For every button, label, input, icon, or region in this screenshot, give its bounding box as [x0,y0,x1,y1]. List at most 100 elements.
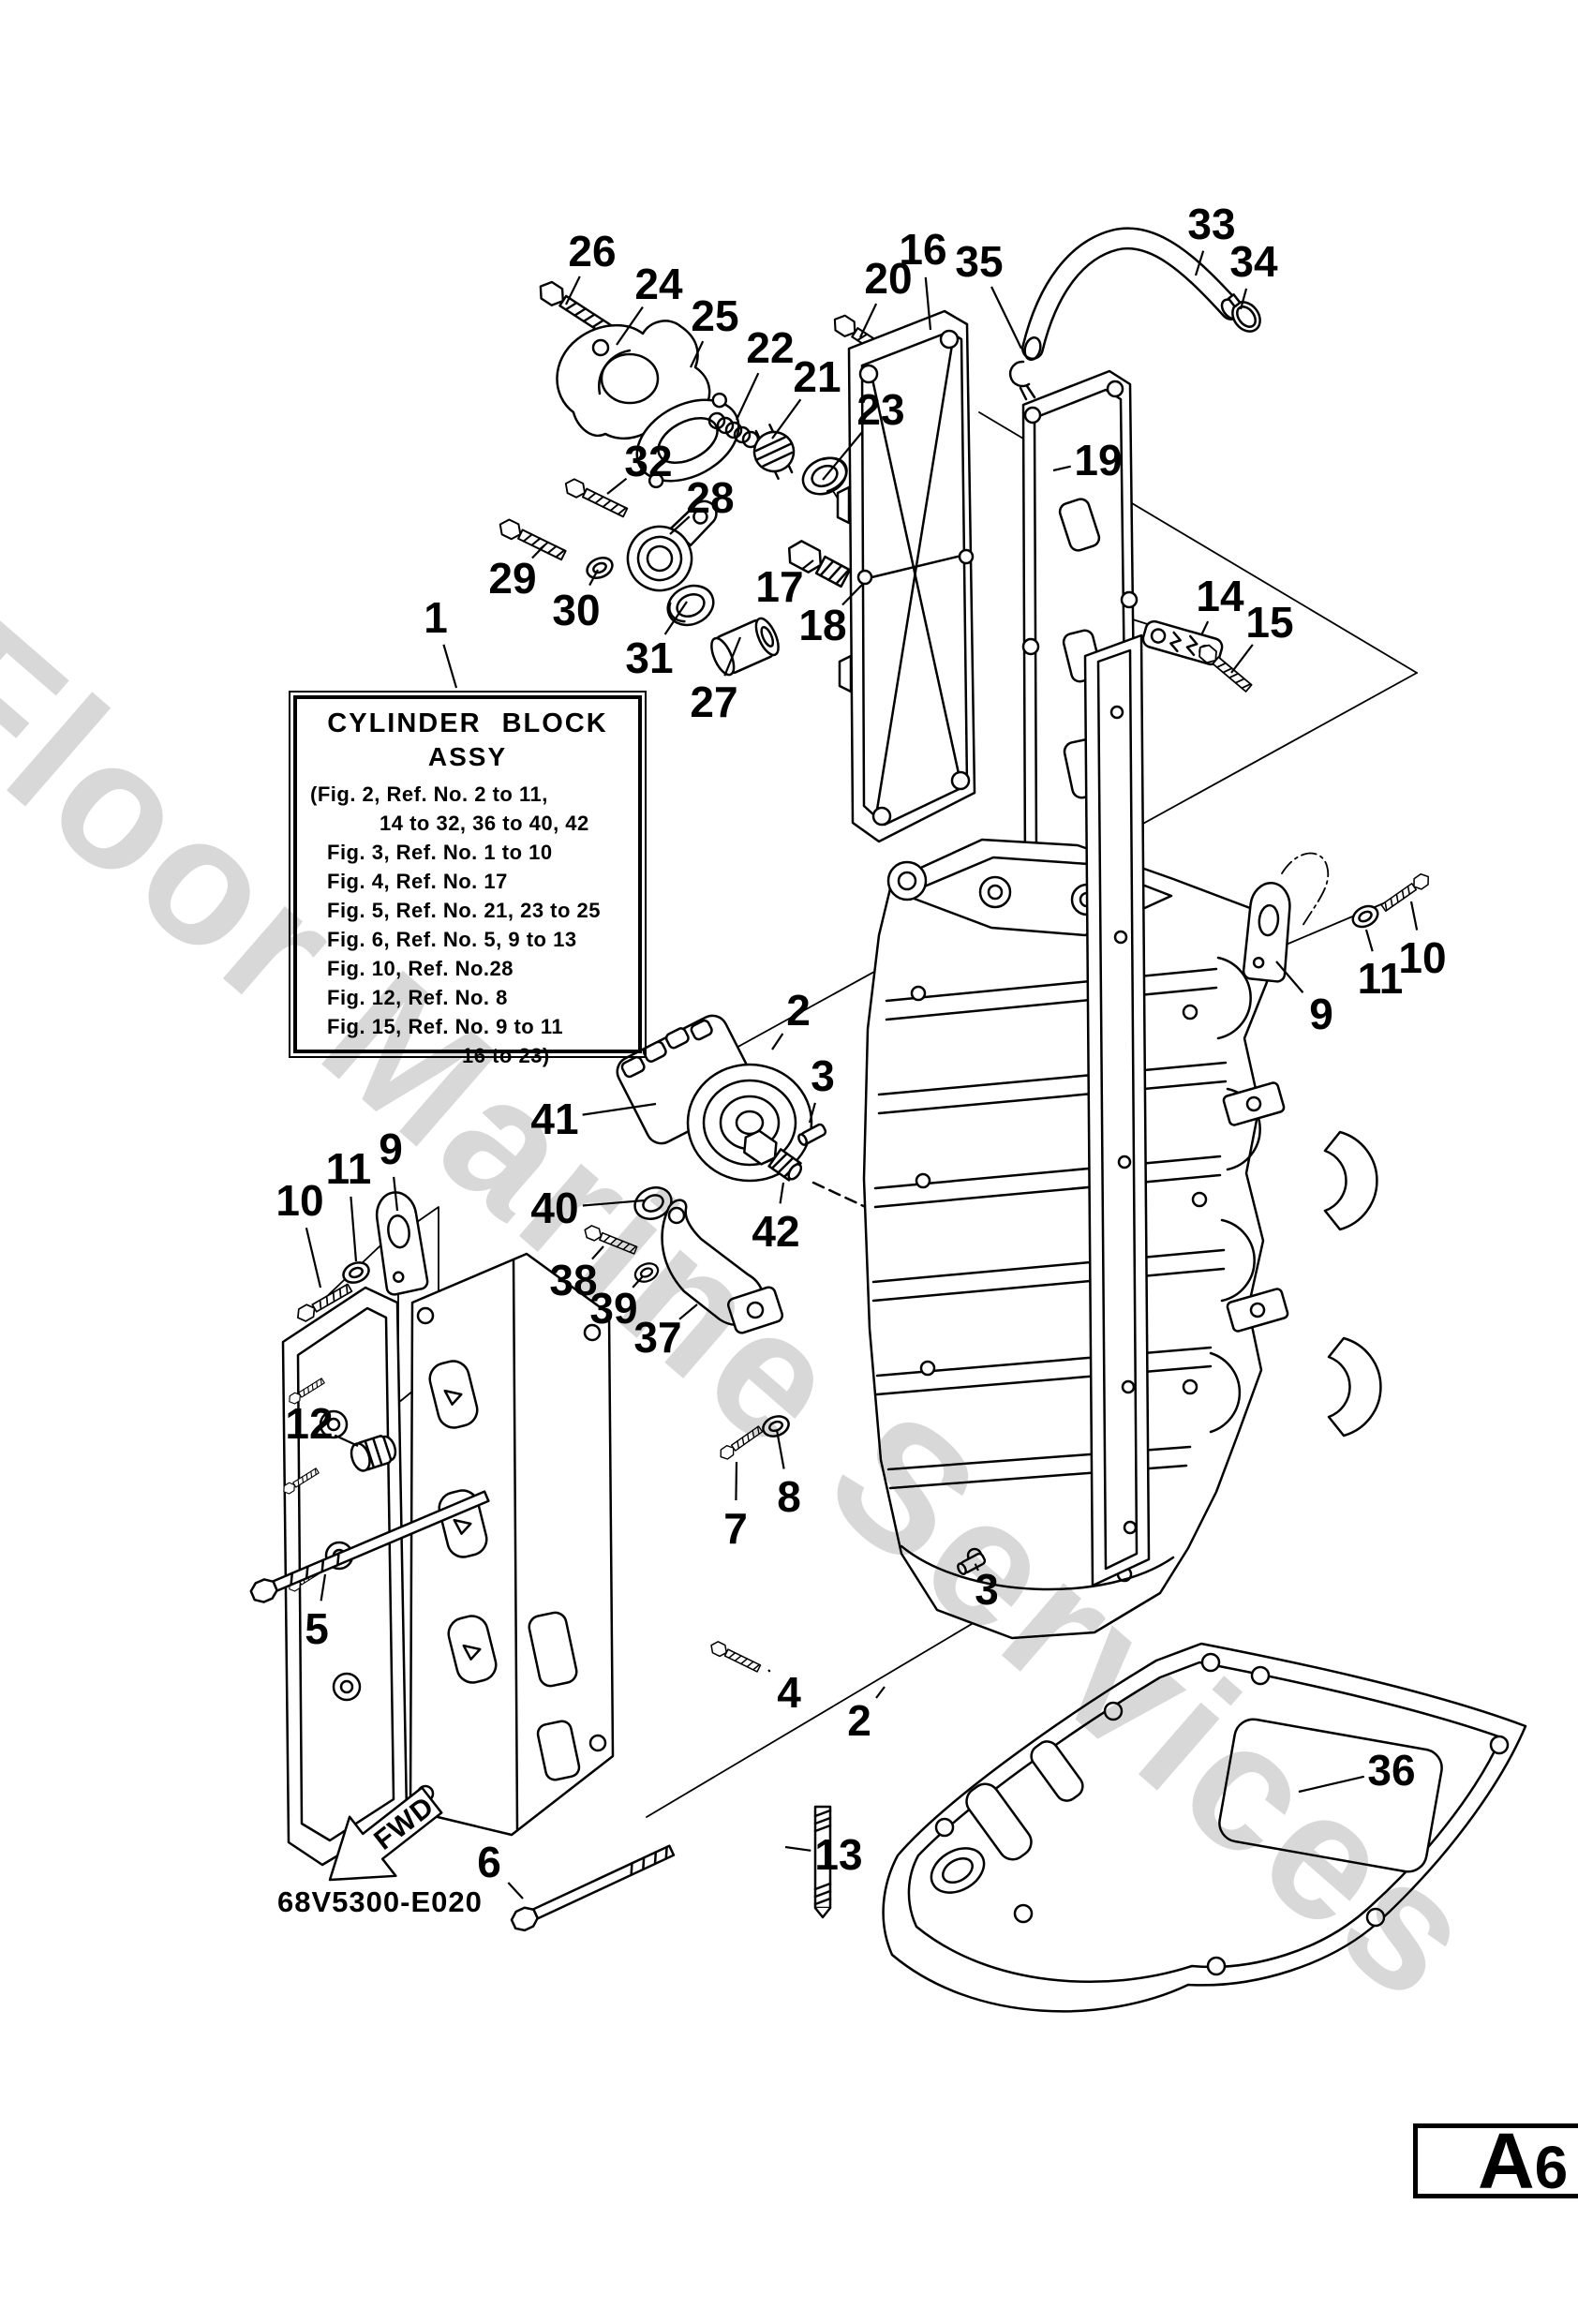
leader-37 [678,1304,698,1320]
callout-38: 38 [549,1256,597,1304]
oil-seal-31 [666,584,715,627]
callout-33: 33 [1187,200,1235,248]
callout-22: 22 [746,323,794,372]
callout-9-right: 9 [1309,990,1333,1038]
leader-11-left [350,1196,358,1262]
page-label: A6 [1478,2117,1569,2205]
callout-35: 35 [955,237,1003,286]
callout-5: 5 [305,1604,329,1653]
leader-22 [736,372,760,421]
callout-20: 20 [864,254,912,303]
leader-31 [663,601,688,635]
leader-25 [690,340,705,368]
callout-6: 6 [477,1838,501,1886]
callout-11-left: 11 [326,1144,372,1193]
leader-6 [507,1882,524,1899]
leader-3-lower [974,1563,980,1572]
bolt-32 [561,475,630,521]
bracket-9-right [1242,882,1291,983]
leader-34 [1239,288,1248,310]
leader-7 [735,1461,738,1501]
callout-34: 34 [1229,237,1278,286]
leader-16 [924,276,932,331]
leader-19 [1052,465,1072,472]
leader-3-upper [808,1102,816,1124]
info-box-line: 16 to 23) [462,1044,550,1067]
callout-27: 27 [690,678,737,726]
leader-28 [669,515,691,535]
info-box-line: Fig. 12, Ref. No. 8 [327,986,508,1009]
bolt-6 [510,1844,676,1932]
bushing-40 [633,1186,673,1220]
callout-39: 39 [589,1284,637,1333]
callout-37: 37 [633,1313,681,1362]
leader-5 [320,1573,327,1601]
leader-35 [990,286,1022,350]
leader-32 [606,477,628,495]
leader-41 [582,1102,657,1116]
callout-32: 32 [624,437,672,485]
leader-38 [591,1245,604,1260]
info-box-line: Fig. 15, Ref. No. 9 to 11 [327,1015,564,1038]
callout-13: 13 [814,1830,862,1879]
leader-20 [859,303,878,338]
callout-30: 30 [552,586,600,634]
leader-33 [1194,250,1205,276]
leader-23 [822,430,864,481]
info-box-line: 14 to 32, 36 to 40, 42 [380,812,589,835]
leader-24 [616,306,644,346]
callout-10-right: 10 [1398,933,1446,982]
spring-22 [707,411,760,449]
leader-13 [784,1845,811,1852]
callout-14: 14 [1196,572,1244,620]
water-hose-33 [1021,227,1243,362]
leader-10-left [305,1227,322,1289]
callout-2-upper: 2 [786,986,811,1035]
leader-17 [801,559,814,571]
callout-18: 18 [798,601,846,649]
callout-21: 21 [793,352,841,401]
fitting-42 [743,1129,803,1182]
callout-24: 24 [634,260,683,308]
circlip-35 [1008,360,1036,401]
washer-30 [582,552,618,584]
callout-1: 1 [424,593,448,642]
callout-9-left: 9 [379,1125,403,1173]
info-box-line: Fig. 5, Ref. No. 21, 23 to 25 [327,899,602,922]
leader-9-left [393,1176,399,1212]
callout-19: 19 [1074,436,1122,484]
callout-41: 41 [530,1095,578,1143]
callout-10-left: 10 [275,1176,323,1225]
leader-18 [841,584,863,606]
bolt-10-right [1378,871,1433,915]
callout-2-lower: 2 [847,1696,871,1745]
leader-10-right [1409,901,1419,931]
bolt-38 [581,1223,639,1258]
callout-16: 16 [899,225,946,274]
leader-11-right [1364,929,1374,952]
washer-8 [759,1411,793,1441]
callout-25: 25 [691,291,738,340]
leader-27 [723,636,742,677]
callout-15: 15 [1245,598,1293,647]
thermostat-cover-cluster [495,276,904,677]
seal-holder-28 [626,499,718,592]
bracket-9-left [375,1191,429,1296]
leader-39 [632,1275,644,1289]
leader-2-lower [875,1686,886,1699]
callout-31: 31 [625,633,673,682]
washer-39 [631,1259,662,1287]
bushing-27 [710,617,780,677]
info-box-title: CYLINDER BLOCK [327,708,608,738]
grommet-12 [350,1435,397,1472]
leader-26 [565,276,581,305]
leader-15 [1230,644,1254,674]
leader-42 [779,1182,785,1204]
callout-7: 7 [723,1504,748,1553]
callout-42: 42 [752,1207,799,1256]
leader-8 [775,1429,785,1469]
washer-11-left [339,1258,373,1288]
leader-12 [334,1434,359,1447]
